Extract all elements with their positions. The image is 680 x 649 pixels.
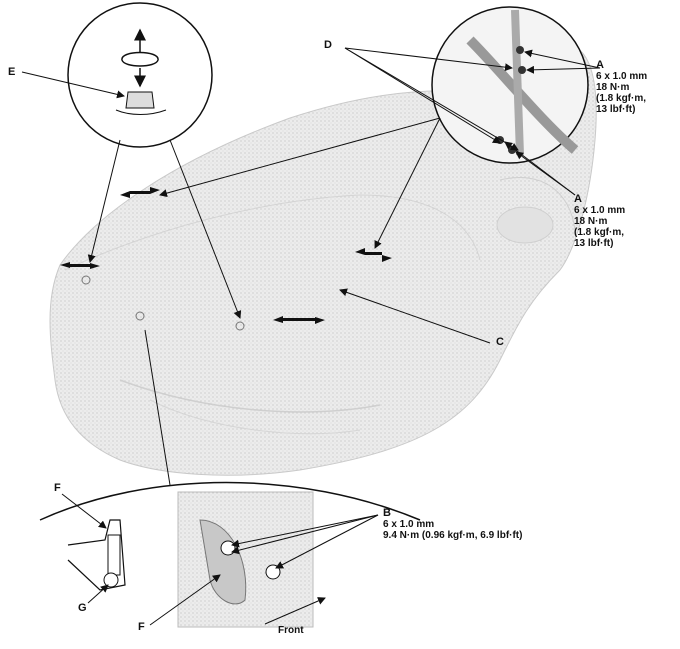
leader-lines <box>21 47 601 626</box>
label-a-top-letter: A <box>596 59 604 71</box>
label-a-top: A 6 x 1.0 mm 18 N·m (1.8 kgf·m, 13 lbf·f… <box>596 59 648 116</box>
front-direction-label: Front <box>278 625 304 636</box>
label-a-mid-kgf: (1.8 kgf·m, <box>574 227 625 238</box>
detail-circle-top-right <box>431 6 589 164</box>
label-b: B 6 x 1.0 mm 9.4 N·m (0.96 kgf·m, 6.9 lb… <box>383 507 523 542</box>
detail-circle-top-left <box>67 2 213 148</box>
label-f-top: F <box>54 482 61 494</box>
label-e: E <box>8 66 16 78</box>
rotate-arrow-icon <box>121 51 159 67</box>
label-a-mid-letter: A <box>574 193 582 205</box>
label-b-letter: B <box>383 507 391 519</box>
mount-point-icons <box>81 275 245 331</box>
label-b-torque: 9.4 N·m (0.96 kgf·m, 6.9 lbf·ft) <box>383 530 523 541</box>
label-d: D <box>324 39 332 51</box>
label-a-top-torque: 18 N·m <box>596 82 630 93</box>
label-a-mid: A 6 x 1.0 mm 18 N·m (1.8 kgf·m, 13 lbf·f… <box>574 193 626 250</box>
detail-circle-bottom <box>39 481 421 628</box>
label-a-mid-size: 6 x 1.0 mm <box>574 205 626 216</box>
label-g: G <box>78 602 87 614</box>
car-illustration <box>49 44 597 476</box>
label-a-top-lbf: 13 lbf·ft) <box>596 104 636 115</box>
hinge-pin-icon <box>103 572 119 588</box>
label-a-mid-torque: 18 N·m <box>574 216 608 227</box>
label-f-bottom: F <box>138 621 145 633</box>
hood-bumper-icon <box>125 91 155 109</box>
label-a-top-kgf: (1.8 kgf·m, <box>596 93 647 104</box>
label-a-top-size: 6 x 1.0 mm <box>596 71 648 82</box>
label-c: C <box>496 336 504 348</box>
double-arrow-icons <box>60 187 392 324</box>
label-b-size: 6 x 1.0 mm <box>383 519 435 530</box>
label-a-mid-lbf: 13 lbf·ft) <box>574 238 614 249</box>
